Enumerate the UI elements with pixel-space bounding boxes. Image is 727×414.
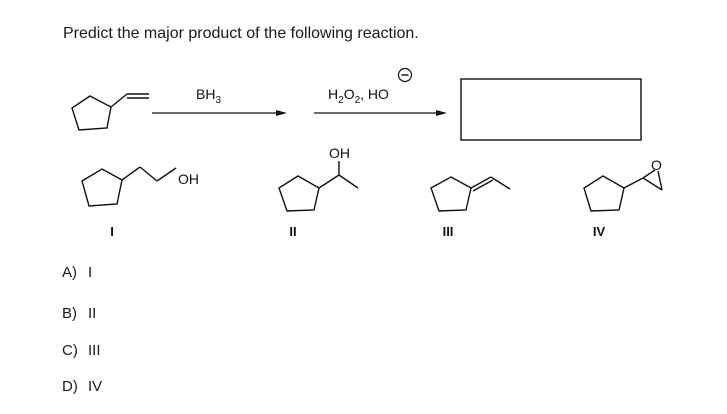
reaction-arrow-1	[152, 110, 287, 116]
option-d-value: IV	[88, 378, 103, 395]
reagent-bh3-main: BH	[196, 86, 215, 102]
negative-charge-icon	[397, 67, 413, 83]
reagent-sub-2: 2	[355, 95, 361, 106]
numeral-IV: IV	[593, 224, 606, 239]
option-c[interactable]: C) III	[62, 342, 101, 359]
option-d-letter: D)	[62, 378, 78, 395]
question-text: Predict the major product of the followi…	[63, 25, 419, 42]
structure-IV-oxygen: O	[651, 157, 662, 173]
option-a-letter: A)	[62, 264, 77, 281]
reagent-h2o2-hydroxide: H2O2, HO	[328, 86, 389, 106]
option-a-value: I	[88, 264, 93, 281]
structure-III	[430, 176, 511, 212]
starting-material-structure	[71, 93, 149, 131]
structure-I-oh: OH	[178, 171, 199, 187]
reagent-bh3-subscript: 3	[215, 95, 221, 106]
numeral-II: II	[289, 224, 296, 239]
answer-box[interactable]	[460, 78, 642, 141]
option-d[interactable]: D) IV	[62, 378, 102, 395]
numeral-I: I	[110, 224, 114, 239]
reagent-rest: , HO	[360, 86, 389, 102]
option-b-value: II	[88, 305, 97, 322]
reagent-sub-1: 2	[338, 95, 344, 106]
reagent-bh3: BH3	[196, 86, 221, 106]
reagent-h: H	[328, 86, 338, 102]
option-b[interactable]: B) II	[62, 305, 96, 322]
structure-IV	[583, 169, 663, 212]
option-b-letter: B)	[62, 305, 77, 322]
numeral-III: III	[443, 224, 454, 239]
structure-II-oh: OH	[329, 145, 350, 161]
option-c-value: III	[88, 342, 101, 359]
structure-I	[81, 166, 177, 207]
reagent-o: O	[344, 86, 355, 102]
reaction-arrow-2	[314, 110, 447, 116]
option-a[interactable]: A) I	[62, 264, 92, 281]
structure-II	[278, 161, 359, 212]
option-c-letter: C)	[62, 342, 78, 359]
